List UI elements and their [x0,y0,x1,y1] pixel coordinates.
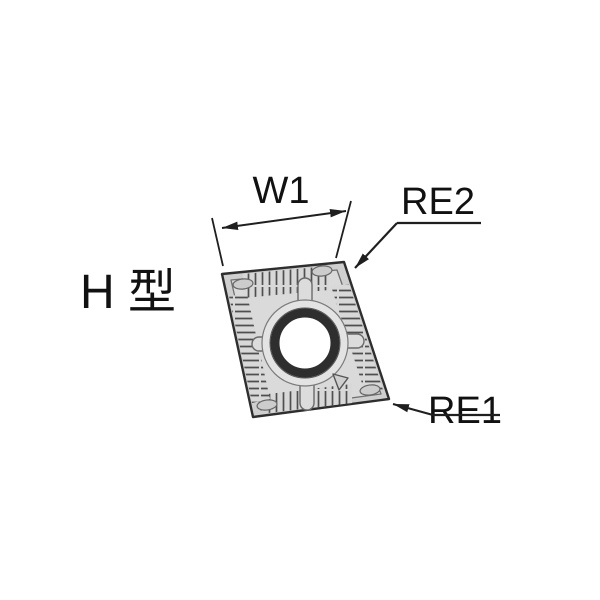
callout-re2: RE2 [354,181,481,269]
corner-pad-top-right [311,265,333,277]
chipbreaker-mark [332,373,349,391]
w1-extension-line-right [335,200,352,259]
callout-re1: RE1 [392,390,502,432]
dimension-w1: W1 [211,170,352,267]
hole-outer-edge [269,307,341,379]
re2-label: RE2 [401,181,475,223]
serration-left [229,294,270,403]
re2-leader-line [354,222,398,269]
corner-pad-top-left [232,278,254,290]
corner-pad-bottom-right [359,384,381,396]
w1-label: W1 [253,170,310,212]
center-hole [270,308,340,378]
re1-label: RE1 [428,390,502,432]
corner-pad-bottom-left [256,399,278,411]
w1-extension-line-left [211,217,224,267]
type-label: H 型 [80,266,176,319]
re1-leader-line [392,402,434,417]
w1-dimension-line [221,209,347,230]
insert-body [220,260,391,419]
